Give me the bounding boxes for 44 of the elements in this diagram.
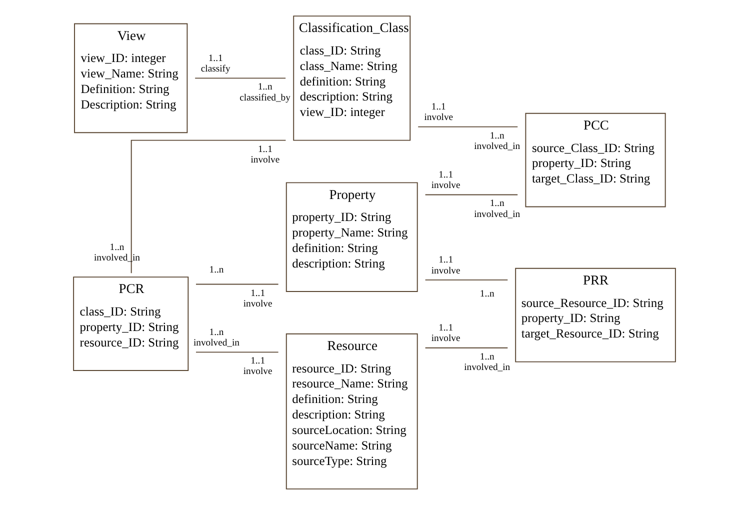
node-box: Property property_ID: String property_Name: String definition: String description: String xyxy=(285,182,418,292)
connector xyxy=(424,279,508,280)
label: 1..1 xyxy=(208,52,222,64)
label: 1..n xyxy=(257,82,272,93)
label: involved_in xyxy=(474,140,520,152)
label: 1..1 xyxy=(438,169,453,180)
connector xyxy=(195,284,278,285)
label: 1..1 xyxy=(438,254,453,266)
label: 1..n xyxy=(489,198,504,210)
connector xyxy=(195,352,278,353)
label: classified_by xyxy=(239,92,290,104)
label: 1..1 xyxy=(250,356,265,367)
node-box: PCR class_ID: String property_ID: String resource_ID: String xyxy=(72,276,188,371)
label: 1..1 xyxy=(250,288,265,299)
label: 1..n xyxy=(208,264,224,276)
connector xyxy=(417,126,518,128)
label: involve xyxy=(430,180,460,192)
label: involve xyxy=(424,112,453,124)
label: 1..n xyxy=(109,242,124,253)
connector xyxy=(424,194,518,196)
node-box: PCC source_Class_ID: String property_ID: String target_Class_ID: String xyxy=(524,112,666,208)
label: 1..n xyxy=(479,288,494,300)
connector xyxy=(194,78,286,79)
label: classify xyxy=(200,64,230,75)
label: involve xyxy=(242,298,272,310)
label: 1..n xyxy=(489,130,504,142)
node-box: Resource resource_ID: String resource_Name: String definition: String description: String sourceLocation: String sourceName: String sourceType: String xyxy=(285,333,418,490)
label: involved_in xyxy=(192,338,239,349)
label: involve xyxy=(242,366,272,378)
label: involve xyxy=(430,265,460,276)
label: 1..1 xyxy=(438,322,453,334)
connector xyxy=(130,140,286,274)
node-box: PRR source_Resource_ID: String property_ID: String target_Resource_ID: String xyxy=(514,268,676,362)
label: 1..n xyxy=(208,326,224,338)
connector xyxy=(424,347,508,348)
label: involve xyxy=(430,333,460,344)
node-box: Classification_Class class_ID: String class_Name: String definition: String description: String view_ID: integer xyxy=(292,16,410,141)
node-box: View view_ID: integer view_Name: String Definition: String Description: String xyxy=(74,23,188,134)
label: involve xyxy=(250,154,280,166)
label: 1..1 xyxy=(430,102,446,113)
label: 1..n xyxy=(479,351,494,362)
label: involved_in xyxy=(464,362,510,373)
label: 1..1 xyxy=(257,144,272,155)
label: involved_in xyxy=(474,208,520,220)
